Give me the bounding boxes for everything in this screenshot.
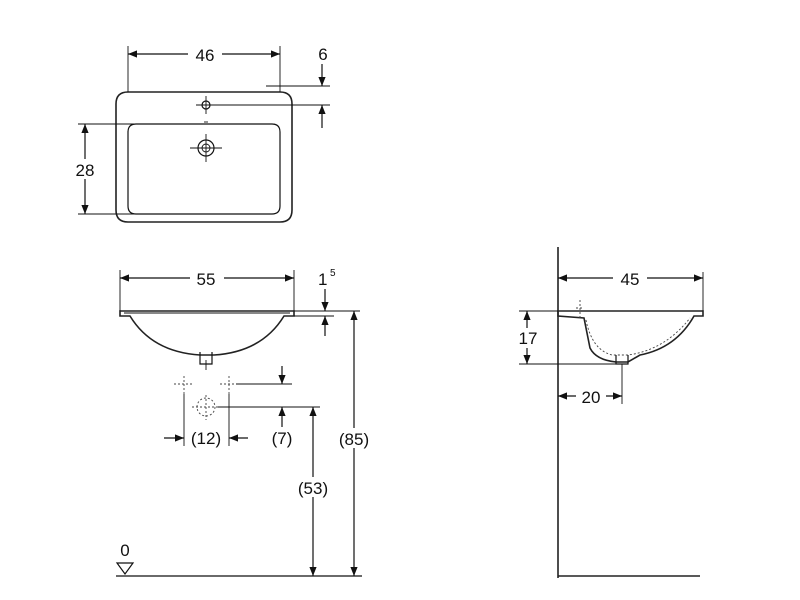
dim-width-top: 46 [196,46,215,65]
dim-tap-offset: 6 [318,45,327,64]
basin-outline-front [119,310,295,356]
basin-outline-top [115,91,293,223]
basin-inner-side [585,317,691,356]
dim-drain-offset: 20 [582,388,601,407]
top-view: 46 6 28 [70,44,330,223]
side-view: 45 17 20 [513,247,704,578]
dim-bowl-height: 17 [519,329,538,348]
dim-trap-height: (53) [298,479,328,498]
trap-symbol-center [192,395,220,420]
dim-trap-spacing: (12) [191,429,221,448]
dim-trap-offset: (7) [272,429,293,448]
floor-level-label: 0 [120,541,129,560]
dim-rim-thickness-sup: 5 [330,268,336,279]
dim-depth-side: 45 [621,270,640,289]
dim-depth-top: 28 [76,161,95,180]
basin-inner-bowl [127,123,281,215]
floor-level-marker [115,562,135,576]
dim-rim-thickness: 1 [318,270,327,289]
basin-outline-side [557,310,704,363]
trap-symbol-right [220,376,240,394]
trap-symbol-left [174,376,194,394]
front-view: 55 1 5 (12) (7) (53) (85) 0 [115,268,377,577]
dim-overall-height: (85) [339,430,369,449]
dim-width-front: 55 [197,270,216,289]
